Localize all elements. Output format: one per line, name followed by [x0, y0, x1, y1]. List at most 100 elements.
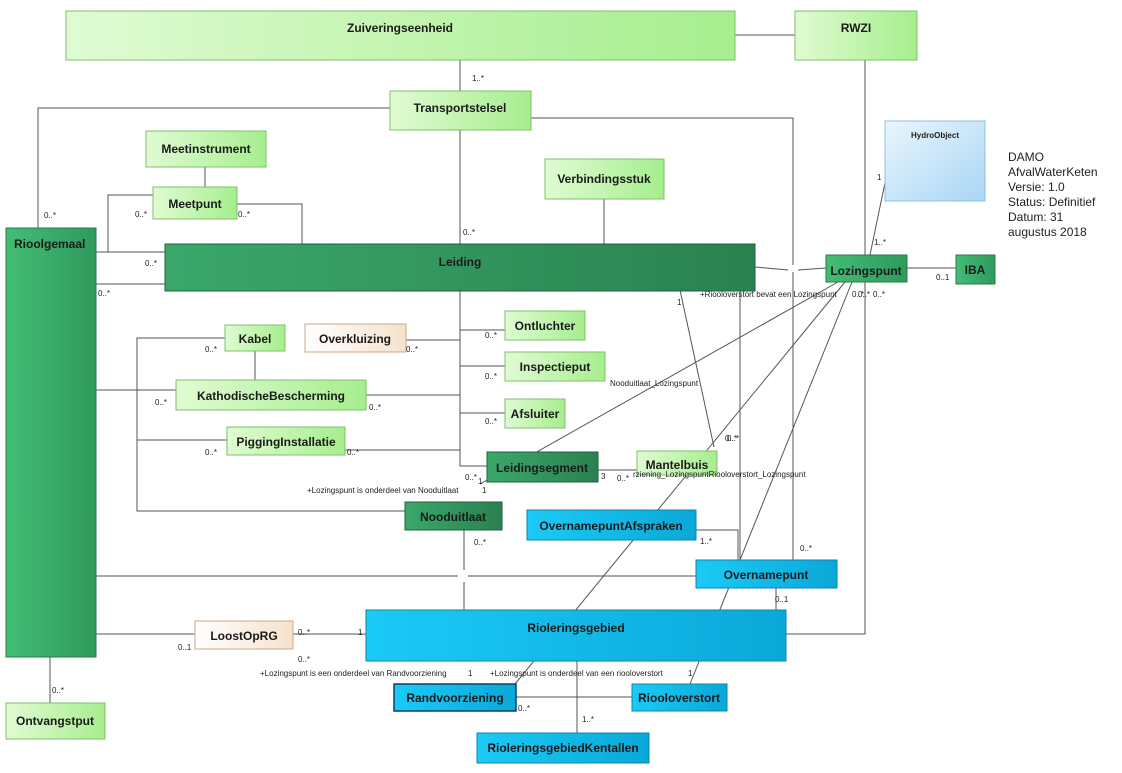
- class-overnamepunt[interactable]: Overnamepunt: [695, 559, 838, 589]
- class-hydroobject[interactable]: HydroObject: [884, 120, 986, 202]
- class-kathodische-bescherming[interactable]: KathodischeBescherming: [175, 379, 367, 411]
- class-nooduitlaat[interactable]: Nooduitlaat: [404, 501, 503, 531]
- class-meetinstrument[interactable]: Meetinstrument: [145, 130, 267, 168]
- zuiveringseenheid-label: Zuiveringseenheid: [347, 21, 453, 35]
- note-line: Versie: 1.0: [1008, 180, 1065, 194]
- multiplicity: 0..*: [800, 544, 812, 553]
- class-leiding[interactable]: Leiding: [164, 243, 756, 292]
- class-rioolgemaal[interactable]: Rioolgemaal: [5, 227, 97, 658]
- multiplicity: 1: [688, 669, 693, 678]
- randvoorziening-label: Randvoorziening: [406, 691, 503, 705]
- class-loostoprg[interactable]: LoostOpRG: [194, 620, 294, 650]
- role-labels: +Riooloverstort bevat een Lozingspunt No…: [260, 290, 838, 678]
- multiplicity: 0..*: [852, 290, 864, 299]
- multiplicity: 0..*: [369, 403, 381, 412]
- class-overnamepunt-afspraken[interactable]: OvernamepuntAfspraken: [526, 509, 697, 541]
- multiplicity: 1: [478, 477, 483, 486]
- multiplicity: 0..*: [406, 345, 418, 354]
- class-leidingsegment[interactable]: Leidingsegment: [486, 451, 599, 483]
- verbindingsstuk-label: Verbindingsstuk: [557, 172, 651, 186]
- multiplicity: 0..*: [44, 211, 56, 220]
- class-lozingspunt[interactable]: Lozingspunt: [825, 254, 908, 283]
- note-line: DAMO: [1008, 150, 1044, 164]
- kathodische-label: KathodischeBescherming: [197, 389, 345, 403]
- rioolgemaal-label: Rioolgemaal: [14, 237, 85, 251]
- class-riooloverstort[interactable]: Riooloverstort: [631, 683, 728, 712]
- class-randvoorziening[interactable]: Randvoorziening: [393, 683, 517, 712]
- multiplicity: 1: [358, 628, 363, 637]
- nooduitlaat-label: Nooduitlaat: [420, 510, 486, 524]
- overnamepuntafspraken-label: OvernamepuntAfspraken: [539, 519, 682, 533]
- pigging-label: PiggingInstallatie: [236, 435, 336, 449]
- class-kabel[interactable]: Kabel: [224, 324, 286, 352]
- class-iba[interactable]: IBA: [955, 254, 996, 285]
- multiplicity: 0..*: [298, 655, 310, 664]
- multiplicity: 1..*: [582, 715, 594, 724]
- class-transportstelsel[interactable]: Transportstelsel: [389, 90, 532, 131]
- multiplicity: 1: [677, 298, 682, 307]
- class-rioleringsgebied-kentallen[interactable]: RioleringsgebiedKentallen: [476, 732, 650, 764]
- leidingsegment-label: Leidingsegment: [496, 461, 588, 475]
- multiplicity: 0..*: [52, 686, 64, 695]
- class-afsluiter[interactable]: Afsluiter: [504, 398, 566, 429]
- class-rwzi[interactable]: RWZI: [794, 10, 918, 61]
- overnamepunt-label: Overnamepunt: [724, 568, 809, 582]
- multiplicity: 0..*: [298, 628, 310, 637]
- class-ontvangstput[interactable]: Ontvangstput: [5, 702, 106, 740]
- note-line: Datum: 31: [1008, 210, 1064, 224]
- afsluiter-label: Afsluiter: [511, 407, 560, 421]
- multiplicity: 1: [482, 486, 487, 495]
- class-overkluizing[interactable]: Overkluizing: [304, 323, 407, 353]
- leiding-label: Leiding: [439, 255, 482, 269]
- meetpunt-label: Meetpunt: [168, 197, 221, 211]
- rwzi-label: RWZI: [841, 21, 871, 35]
- role-nooduitlaat-lozingspunt: Nooduitlaat_Lozingspunt: [610, 379, 699, 388]
- class-rioleringsgebied[interactable]: Rioleringsgebied: [365, 609, 787, 662]
- note-line: AfvalWaterKeten: [1008, 165, 1098, 179]
- multiplicity: 0..*: [485, 372, 497, 381]
- multiplicity: 0..*: [727, 434, 739, 443]
- multiplicity: 0..*: [347, 448, 359, 457]
- kentallen-label: RioleringsgebiedKentallen: [487, 741, 638, 755]
- class-meetpunt[interactable]: Meetpunt: [152, 186, 238, 220]
- class-zuiveringseenheid[interactable]: Zuiveringseenheid: [65, 10, 736, 61]
- multiplicity: 1: [877, 173, 882, 182]
- role-lozingspunt-onderdeel-randvoorziening: +Lozingspunt is een onderdeel van Randvo…: [260, 669, 447, 678]
- multiplicity: 1: [468, 669, 473, 678]
- hydroobject-label: HydroObject: [911, 131, 959, 140]
- class-pigging-installatie[interactable]: PiggingInstallatie: [226, 426, 346, 456]
- role-lozingspunt-onderdeel-riooloverstort: +Lozingspunt is onderdeel van een rioolo…: [490, 669, 664, 678]
- mantelbuis-label: Mantelbuis: [646, 458, 709, 472]
- meetinstrument-label: Meetinstrument: [161, 142, 250, 156]
- note-line: Status: Definitief: [1008, 195, 1096, 209]
- multiplicity: 0..*: [858, 290, 870, 299]
- multiplicity: 0..1: [936, 273, 950, 282]
- multiplicity: 0..*: [474, 538, 486, 547]
- role-lozingspunt-onderdeel-nooduitlaat: +Lozingspunt is onderdeel van Nooduitlaa…: [307, 486, 459, 495]
- multiplicity: 0..*: [485, 417, 497, 426]
- class-mantelbuis[interactable]: Mantelbuis: [636, 450, 718, 476]
- overkluizing-label: Overkluizing: [319, 332, 391, 346]
- multiplicity: 0..1: [775, 595, 789, 604]
- class-inspectieput[interactable]: Inspectieput: [504, 351, 606, 382]
- class-verbindingsstuk[interactable]: Verbindingsstuk: [544, 158, 665, 200]
- role-randvoorziening-riooloverstort-lozingspunt: rziening_LozingspuntRiooloverstort_Lozin…: [633, 470, 806, 479]
- multiplicity: 0..*: [98, 289, 110, 298]
- multiplicity: 0..*: [465, 473, 477, 482]
- rioleringsgebied-label: Rioleringsgebied: [527, 621, 624, 635]
- ontvangstput-label: Ontvangstput: [16, 714, 94, 728]
- multiplicity: 0..*: [205, 345, 217, 354]
- multiplicity: 0..*: [518, 704, 530, 713]
- ontluchter-label: Ontluchter: [515, 319, 576, 333]
- class-ontluchter[interactable]: Ontluchter: [504, 310, 586, 341]
- multiplicity: 0..*: [205, 448, 217, 457]
- lozingspunt-label: Lozingspunt: [830, 264, 901, 278]
- multiplicity: 0..*: [238, 210, 250, 219]
- multiplicity: 0..*: [145, 259, 157, 268]
- iba-label: IBA: [965, 263, 986, 277]
- inspectieput-label: Inspectieput: [520, 360, 591, 374]
- multiplicity: 0..*: [873, 290, 885, 299]
- role-riooloverstort-bevat: +Riooloverstort bevat een Lozingspunt: [700, 290, 838, 299]
- kabel-label: Kabel: [239, 332, 272, 346]
